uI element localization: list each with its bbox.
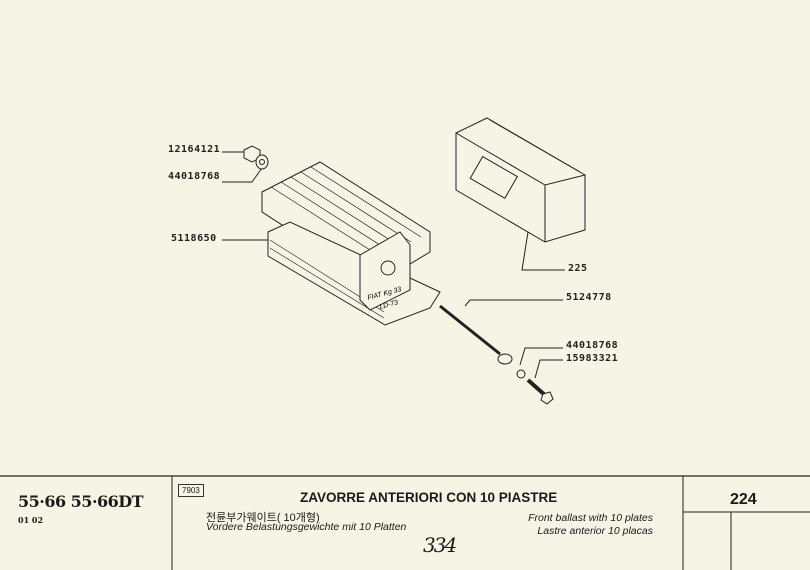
callout-label: 12164121 [168, 144, 220, 155]
callout-label: 5118650 [171, 233, 217, 244]
leader-line [464, 299, 563, 307]
ballast-support-225 [455, 117, 586, 243]
model-numbers: 55·66 55·66DT [18, 492, 144, 511]
callout-label: 5124778 [566, 292, 612, 303]
callout-label: 44018768 [566, 340, 618, 351]
title-spanish: Lastre anterior 10 placas [537, 525, 653, 537]
page-number: 224 [730, 491, 757, 508]
long-bolt-part [439, 304, 501, 356]
title-korean: 전륜부가웨이트( 10개형) [206, 512, 320, 524]
callout-label: 15983321 [566, 353, 618, 364]
leader-line [521, 231, 565, 271]
title-english: Front ballast with 10 plates [528, 512, 653, 524]
handwritten-note: 334 [423, 533, 457, 557]
leader-line [519, 347, 563, 366]
callout-label: 225 [568, 263, 588, 274]
callout-label: 44018768 [168, 171, 220, 182]
reference-code: 7903 [178, 484, 204, 497]
model-subcodes: 01 02 [18, 515, 44, 525]
leader-line [222, 167, 263, 183]
leader-line [534, 359, 563, 379]
title-german: Vordere Belastungsgewichte mit 10 Platte… [206, 521, 407, 533]
casting-mark: LD-73 [379, 299, 399, 311]
page-title: ZAVORRE ANTERIORI CON 10 PIASTRE [300, 490, 558, 505]
